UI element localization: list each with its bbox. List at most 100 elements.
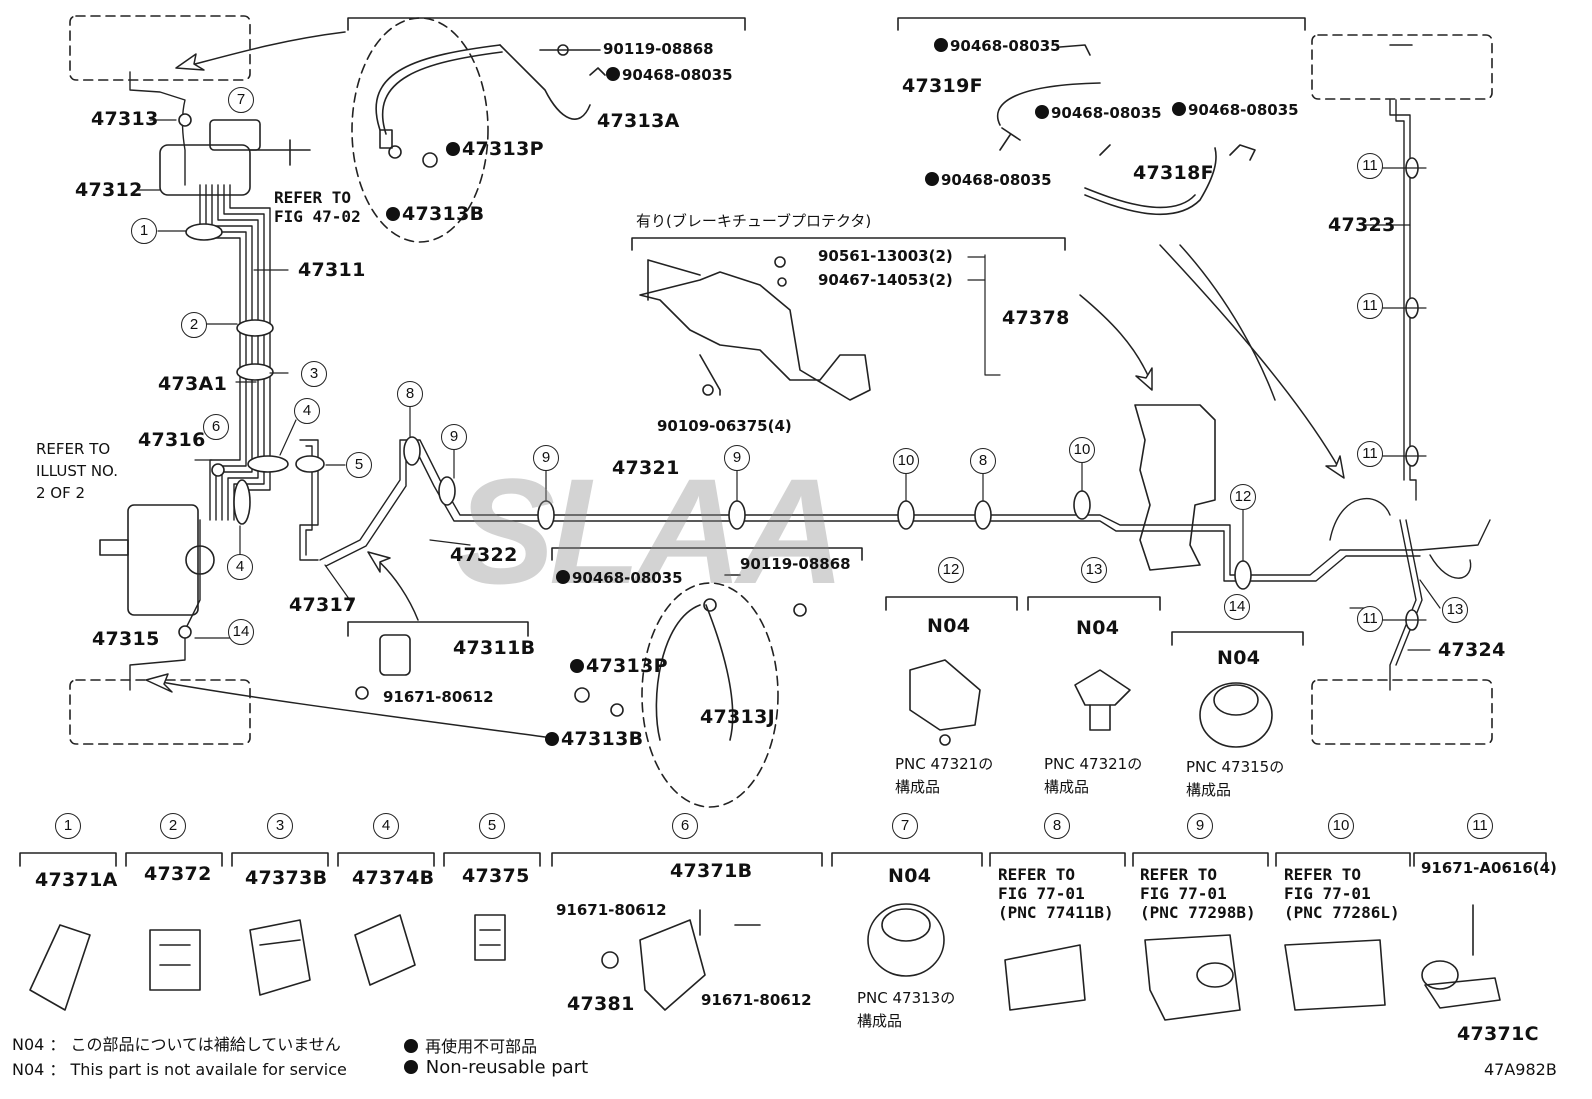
callout-90468-08035-c[interactable]: 90468-08035 [1035,105,1162,121]
callout-47321[interactable]: 47321 [612,457,680,479]
detail-6-bracket[interactable]: 47381 [567,993,635,1015]
clamp-marker-1[interactable]: 1 [131,218,157,244]
clamp-marker-7[interactable]: 7 [228,87,254,113]
callout-90119-08868-a[interactable]: 90119-08868 [603,40,714,58]
hoses-hardware [355,44,1256,741]
clamp-marker-6[interactable]: 6 [203,414,229,440]
non-reusable-dot [1035,105,1049,119]
clamp-marker-9b[interactable]: 9 [533,445,559,471]
clamp-marker-14[interactable]: 14 [228,619,254,645]
callout-47315[interactable]: 47315 [92,628,160,650]
callout-90109-06375[interactable]: 90109-06375(4) [657,417,792,435]
clamps [178,113,1419,639]
group-brackets [19,17,1547,867]
refer-illust-2-of-2[interactable]: REFER TO ILLUST NO. 2 OF 2 [36,440,119,502]
detail-8-refer[interactable]: REFER TO FIG 77-01 (PNC 77411B) [998,865,1114,922]
callout-90468-08035-f[interactable]: 90468-08035 [556,570,683,586]
direction-arrows [145,31,1413,738]
callout-47313P-a[interactable]: 47313P [446,140,544,159]
detail-1-part[interactable]: 47371A [35,869,118,891]
callout-47316[interactable]: 47316 [138,429,206,451]
callout-90561-13003[interactable]: 90561-13003(2) [818,247,953,265]
detail-6-bolt-b[interactable]: 91671-80612 [701,991,812,1009]
callout-90468-08035-e[interactable]: 90468-08035 [925,172,1052,188]
clamp-marker-11d[interactable]: 11 [1357,606,1383,632]
non-reusable-dot [446,142,460,156]
callout-47313B-b[interactable]: 47313B [545,730,643,749]
callout-47313B-a[interactable]: 47313B [386,205,484,224]
callout-47311B[interactable]: 47311B [453,637,536,659]
callout-47312[interactable]: 47312 [75,179,143,201]
callout-90468-08035-b[interactable]: 90468-08035 [934,38,1061,54]
chassis-bracket [1134,404,1216,571]
refer-fig-47-02[interactable]: REFER TO FIG 47-02 [274,188,361,226]
master-cylinder [99,119,311,616]
detail-12-code[interactable]: N04 [927,615,971,637]
non-reusable-dot [545,732,559,746]
detail-num-4: 4 [373,813,399,839]
clamp-marker-11c[interactable]: 11 [1357,441,1383,467]
detail-9-refer[interactable]: REFER TO FIG 77-01 (PNC 77298B) [1140,865,1256,922]
detail-4-part[interactable]: 47374B [352,867,435,889]
callout-47318F[interactable]: 47318F [1133,162,1214,184]
detail-num-10: 10 [1328,813,1354,839]
detail-3-part[interactable]: 47373B [245,867,328,889]
detail-num-5: 5 [479,813,505,839]
clamp-marker-9a[interactable]: 9 [441,424,467,450]
detail-6-bolt-a[interactable]: 91671-80612 [556,901,667,919]
callout-473A1[interactable]: 473A1 [158,373,228,395]
clamp-marker-4b[interactable]: 4 [227,554,253,580]
detail-6-part[interactable]: 47371B [670,860,753,882]
detail-5-part[interactable]: 47375 [462,865,530,887]
detail-10-refer[interactable]: REFER TO FIG 77-01 (PNC 77286L) [1284,865,1400,922]
clamp-marker-12[interactable]: 12 [1230,484,1256,510]
diagram-code: 47A982B [1484,1060,1557,1079]
detail-num-12: 12 [938,557,964,583]
callout-90467-14053[interactable]: 90467-14053(2) [818,271,953,289]
callout-91671-80612[interactable]: 91671-80612 [383,688,494,706]
callout-47313A[interactable]: 47313A [597,110,680,132]
callout-47323[interactable]: 47323 [1328,214,1396,236]
callout-47313[interactable]: 47313 [91,108,159,130]
callout-47378[interactable]: 47378 [1002,307,1070,329]
callout-47311[interactable]: 47311 [298,259,366,281]
callout-47322[interactable]: 47322 [450,544,518,566]
detail-11-part[interactable]: 47371C [1457,1023,1539,1045]
clamp-marker-3[interactable]: 3 [301,361,327,387]
callout-47313P-b[interactable]: 47313P [570,657,668,676]
detail-14-note: PNC 47315の 構成品 [1186,758,1285,799]
detail-13-code[interactable]: N04 [1076,617,1120,639]
callout-47319F[interactable]: 47319F [902,75,983,97]
detail-num-14: 14 [1224,594,1250,620]
legend-n04-en: N04 ： This part is not availale for serv… [12,1060,347,1079]
clamp-marker-11a[interactable]: 11 [1357,153,1383,179]
non-reusable-dot [606,67,620,81]
callout-90468-08035-d[interactable]: 90468-08035 [1172,102,1299,118]
clamp-marker-10a[interactable]: 10 [893,448,919,474]
clamp-marker-11b[interactable]: 11 [1357,293,1383,319]
callout-90119-08868-b[interactable]: 90119-08868 [740,555,851,573]
brake-protector [639,256,871,401]
detail-11-bolt[interactable]: 91671-A0616(4) [1421,859,1557,877]
watermark: SLAA [455,447,845,615]
callout-47317[interactable]: 47317 [289,594,357,616]
clamp-marker-8b[interactable]: 8 [970,448,996,474]
detail-clips-top [909,659,1273,748]
clamp-marker-2[interactable]: 2 [181,312,207,338]
clamp-marker-5[interactable]: 5 [346,452,372,478]
callout-47313J[interactable]: 47313J [700,706,775,728]
detail-2-part[interactable]: 47372 [144,863,212,885]
non-reusable-dot [404,1060,418,1074]
callout-47324[interactable]: 47324 [1438,639,1506,661]
clamp-marker-10b[interactable]: 10 [1069,437,1095,463]
non-reusable-dot [556,570,570,584]
clamp-marker-4a[interactable]: 4 [294,398,320,424]
clamp-marker-9c[interactable]: 9 [724,445,750,471]
detail-7-part[interactable]: N04 [888,865,932,887]
detail-14-code[interactable]: N04 [1217,647,1261,669]
callout-90468-08035-a[interactable]: 90468-08035 [606,67,733,83]
clamp-marker-8a[interactable]: 8 [397,381,423,407]
legend-dot-en: Non-reusable part [404,1057,588,1078]
clamp-marker-13[interactable]: 13 [1442,597,1468,623]
